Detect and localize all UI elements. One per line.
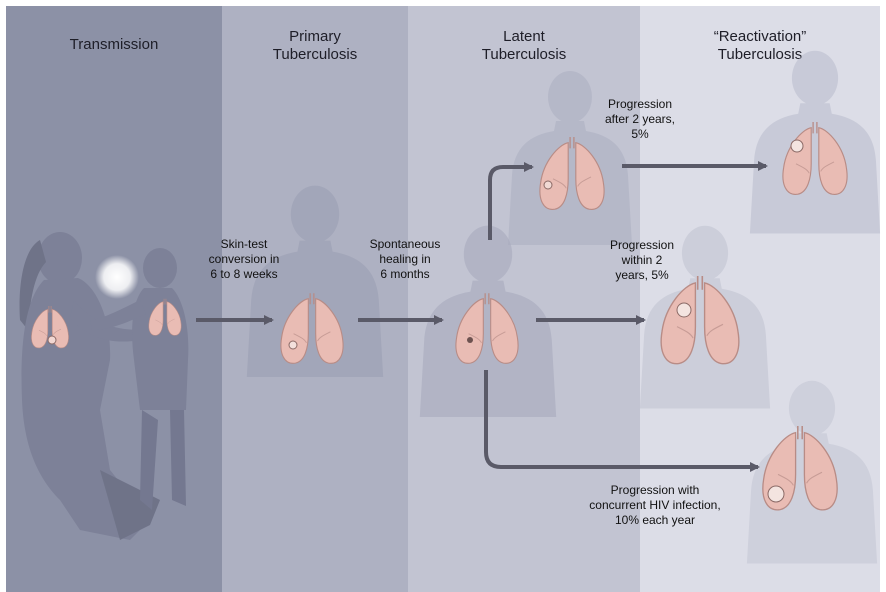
lesion-reactivation-middle xyxy=(677,303,691,317)
label-progression-after-2-years: Progression after 2 years, 5% xyxy=(588,97,692,142)
label-spontaneous-healing: Spontaneous healing in 6 months xyxy=(355,237,455,282)
lesion-latent xyxy=(467,337,473,343)
label-skin-test-conversion: Skin-test conversion in 6 to 8 weeks xyxy=(196,237,292,282)
lesion-reactivation-upper xyxy=(791,140,803,152)
torso-silhouette-reactivation-upper xyxy=(750,51,880,234)
lesion-adult xyxy=(48,336,56,344)
cough-droplet-burst xyxy=(95,255,139,299)
lesion-reactivation-hiv xyxy=(768,486,784,502)
label-progression-within-2-years: Progression within 2 years, 5% xyxy=(592,238,692,283)
label-progression-hiv: Progression with concurrent HIV infectio… xyxy=(560,483,750,528)
lesion-after-2-years xyxy=(544,181,552,189)
lesion-primary xyxy=(289,341,297,349)
